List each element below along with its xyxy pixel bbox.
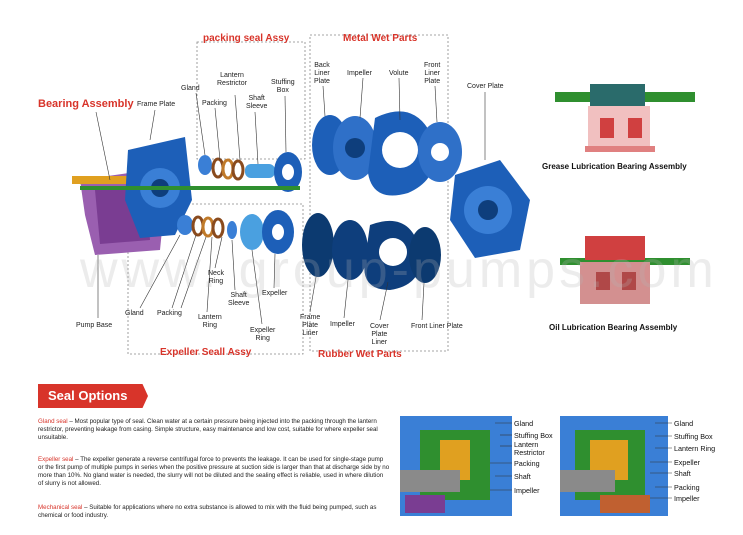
cs-left-impeller: Impeller [514,486,540,495]
label-frame-plate: Frame Plate [137,101,176,108]
grease-assembly-caption: Grease Lubrication Bearing Assembly [542,162,687,171]
label-lantern-restrictor: Lantern Restrictor [217,72,247,87]
metal-wet-parts [312,111,462,196]
mechanical-seal-description: Mechanical seal – Suitable for applicati… [38,504,390,520]
label-shaft-sleeve-top: Shaft Sleeve [246,95,268,110]
label-impeller-bottom: Impeller [330,321,355,328]
label-packing-bottom: Packing [157,310,182,317]
label-front-liner-plate-bottom: Front Liner Plate [411,323,463,330]
bearing-assembly-heading: Bearing Assembly [38,98,134,110]
packing-parts-top [198,152,302,192]
cs-right-packing: Packing [674,483,700,492]
label-expeller-ring: Expeller Ring [250,327,276,342]
cs-right-impeller: Impeller [674,494,700,503]
gland-seal-description: Gland seal – Most popular type of seal. … [38,418,390,442]
packing-seal-group-box [196,41,306,160]
label-cover-plate: Cover Plate [467,83,504,90]
expeller-parts-bottom [177,210,294,254]
cross-section-leaders [490,422,672,499]
label-impeller-top: Impeller [347,70,372,77]
expeller-seal-heading: Expeller seal [38,456,74,463]
cross-section-expeller-seal [560,416,668,516]
label-back-liner-plate: Back Liner Plate [314,62,330,85]
label-frame-plate-liner: Frame Plate Liner [300,314,321,337]
metal-wet-heading: Metal Wet Parts [343,33,418,44]
label-neck-ring: Neck Ring [208,270,224,285]
cs-right-expeller: Expeller [674,458,700,467]
cs-right-shaft: Shaft [674,469,691,478]
label-shaft-sleeve-bottom: Shaft Sleeve [228,292,250,307]
wet-parts-group-box [309,34,449,352]
cs-right-stuffing-box: Stuffing Box [674,432,713,441]
label-gland-bottom: Gland [125,310,144,317]
label-packing-top: Packing [202,100,227,107]
packing-seal-heading: packing seal Assy [203,33,290,44]
cs-left-stuffing-box: Stuffing Box [514,431,553,440]
rubber-wet-parts [302,213,441,290]
expeller-seal-heading: Expeller Seall Assy [160,347,252,358]
cross-section-gland-seal [400,416,512,516]
cs-left-lantern-restrictor: Lantern Restrictor [514,440,545,457]
label-cover-plate-liner: Cover Plate Liner [370,323,389,346]
mechanical-seal-heading: Mechanical seal [38,504,83,511]
label-gland-top: Gland [181,85,200,92]
gland-seal-heading: Gland seal [38,418,68,425]
grease-assembly-image [555,84,695,152]
label-stuffing-box: Stuffing Box [271,79,295,94]
label-front-liner-plate-top: Front Liner Plate [424,62,441,85]
expeller-seal-description: Expeller seal – The expeller generate a … [38,456,390,488]
gland-seal-text: – Most popular type of seal. Clean water… [38,418,378,441]
rubber-wet-heading: Rubber Wet Parts [318,349,402,360]
label-pump-base: Pump Base [76,322,113,329]
expeller-seal-group-box [127,203,304,355]
cs-right-lantern-ring: Lantern Ring [674,444,716,453]
oil-assembly-caption: Oil Lubrication Bearing Assembly [549,323,678,332]
cs-left-shaft: Shaft [514,472,531,481]
leader-lines [95,77,486,325]
cs-right-gland: Gland [674,419,694,428]
label-lantern-ring: Lantern Ring [198,314,222,329]
expeller-seal-text: – The expeller generate a reverse centri… [38,456,390,487]
cs-left-packing: Packing [514,459,540,468]
cs-left-gland: Gland [514,419,534,428]
watermark: www. group-pumps.com [80,241,718,299]
cover-plate-shape [450,160,530,258]
oil-assembly-image [560,236,690,304]
label-volute: Volute [389,70,409,77]
mechanical-seal-text: – Suitable for applications where no ext… [38,504,377,519]
seal-options-badge: Seal Options [38,384,148,408]
label-expeller: Expeller [262,290,288,297]
